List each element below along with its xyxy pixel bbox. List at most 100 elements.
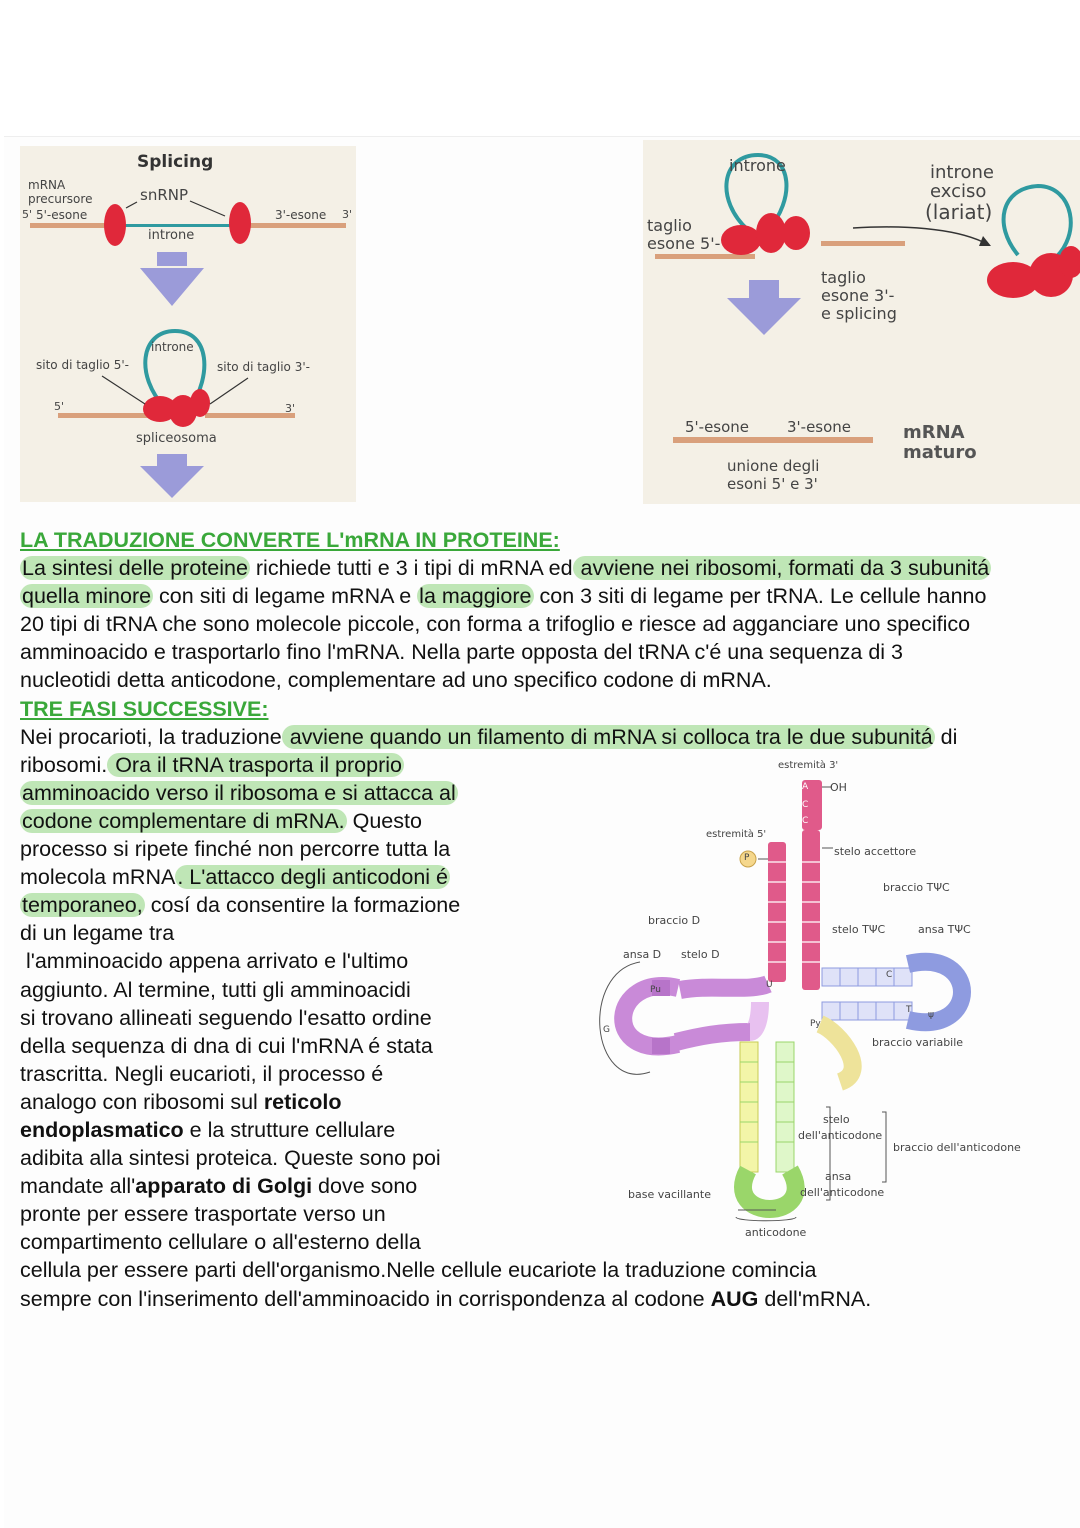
intron-right-label: introne <box>729 156 786 175</box>
splicing-right-graphic <box>655 152 1080 443</box>
trna-t-label: T <box>906 1005 912 1015</box>
exon5-bar <box>30 223 120 228</box>
trna-oh-label: OH <box>830 781 847 794</box>
p2-line13: trascritta. Negli eucarioti, il processo… <box>20 1061 384 1086</box>
p2-line14: analogo con ribosomi sul reticolo <box>20 1089 342 1114</box>
splicing-diagram-left: Splicing mRNA precursore 5' 5'-esone snR… <box>20 146 356 502</box>
arrow-down-1 <box>140 268 204 306</box>
p2-line11: si trovano allineati seguendo l'esatto o… <box>20 1005 432 1030</box>
trna-diagram <box>599 780 971 1222</box>
splicing-diagram-right: introne introne exciso (lariat) taglio e… <box>643 140 1080 504</box>
trna-c2-label: C <box>802 816 809 826</box>
exon5-mature-label: 5'-esone <box>685 418 750 436</box>
p2-line1: Nei procarioti, la traduzione avviene qu… <box>20 724 958 749</box>
p2-line5: processo si ripete finché non percorre t… <box>20 837 451 862</box>
cut5-label: taglio <box>647 216 692 235</box>
intron-loop-right <box>724 152 789 232</box>
p1-line1: La sintesi delle proteine richiede tutti… <box>20 556 992 581</box>
p2-line19: compartimento cellulare o all'esterno de… <box>20 1230 421 1255</box>
p1-line3: 20 tipi di tRNA che sono molecole piccol… <box>20 612 971 637</box>
anticodon-arm-label: braccio dell'anticodone <box>893 1141 1021 1154</box>
cut-site-3-label: sito di taglio 3'- <box>217 360 310 374</box>
wobble-base-label: base vacillante <box>628 1188 711 1201</box>
d-stem-label: stelo D <box>681 948 720 961</box>
excised-intron-label-2: exciso <box>930 181 987 202</box>
trna-py-label: Py <box>810 1019 821 1029</box>
acceptor-stem-label: stelo accettore <box>834 845 917 858</box>
five-prime-label: 5' <box>22 208 33 221</box>
trna-c1-label: C <box>802 800 809 810</box>
three-prime-label-b: 3' <box>285 402 296 415</box>
snrnp-right <box>229 202 251 244</box>
p1-line5: nucleotidi detta anticodone, complementa… <box>20 668 772 693</box>
snrnp-left <box>104 204 126 246</box>
p2-line8: di un legame tra <box>20 921 175 946</box>
five-prime-label-b: 5' <box>54 400 65 413</box>
p2-line16: adibita alla sintesi proteica. Queste so… <box>20 1146 441 1171</box>
arrow-down-2 <box>140 466 204 498</box>
joining-label-2: esoni 5' e 3' <box>727 475 818 493</box>
splicing-title: Splicing <box>137 152 214 172</box>
trna-g-label: G <box>603 1025 610 1035</box>
main-text: LA TRADUZIONE CONVERTE L'mRNA IN PROTEIN… <box>20 526 992 1313</box>
anticodon-stem-label-2: dell'anticodone <box>798 1129 883 1142</box>
cut-site-5-label: sito di taglio 5'- <box>36 358 129 372</box>
trna-a-label: A <box>802 782 809 792</box>
p2-line9: l'amminoacido appena arrivato e l'ultimo <box>20 949 409 974</box>
cut3-label-3: e splicing <box>821 304 897 323</box>
cut3-label-2: esone 3'- <box>821 286 895 305</box>
lariat-label: (lariat) <box>925 200 993 224</box>
snrnp-label: snRNP <box>140 186 189 204</box>
p2-line3: amminoacido verso il ribosoma e si attac… <box>20 780 458 805</box>
trna-end5-label: estremità 5' <box>706 829 767 840</box>
trna-end3-label: estremità 3' <box>778 760 839 771</box>
heading-translation: LA TRADUZIONE CONVERTE L'mRNA IN PROTEIN… <box>20 528 560 552</box>
p2-line10: aggiunto. Al termine, tutti gli amminoac… <box>20 977 411 1002</box>
mature-mrna-label: mRNA <box>903 422 965 443</box>
p2-line7: temporaneo, cosí da consentire la formaz… <box>20 893 461 918</box>
intron-loop <box>143 328 207 410</box>
three-prime-exon-label: 3'-esone <box>275 208 327 222</box>
d-arm-label: braccio D <box>648 914 701 927</box>
splicing-left-graphic <box>30 200 346 498</box>
mrna-precursor-label: mRNA <box>28 178 66 192</box>
anticodon-stem-label: stelo <box>823 1113 850 1126</box>
p2-line15: endoplasmatico e la strutture cellulare <box>20 1117 396 1142</box>
cut5-label-2: esone 5'- <box>647 234 721 253</box>
d-loop-label: ansa D <box>623 948 662 961</box>
mrna-precursor-label-2: precursore <box>28 192 93 206</box>
p2-line2: ribosomi. Ora il tRNA trasporta il propr… <box>20 752 404 777</box>
p1-line2: quella minore con siti di legame mRNA e … <box>20 584 987 609</box>
tpsic-loop-label: ansa TΨC <box>918 923 971 936</box>
arrow-down-right <box>727 298 801 335</box>
intron-strand <box>120 224 250 227</box>
trna-p-label: P <box>744 853 750 863</box>
three-prime-label: 3' <box>342 208 353 221</box>
exon3-mature-label: 3'-esone <box>787 418 852 436</box>
mature-mrna-label-2: maturo <box>903 442 977 463</box>
mature-mrna-bar <box>673 437 873 443</box>
p2-line4: codone complementare di mRNA. Questo <box>20 808 422 833</box>
anticodon-label: anticodone <box>745 1226 807 1239</box>
anticodon-loop-label: ansa <box>825 1170 852 1183</box>
intron-label: introne <box>148 228 195 243</box>
p2-line20: cellula per essere parti dell'organismo.… <box>20 1258 817 1283</box>
tpsic-arm-label: braccio TΨC <box>883 881 950 894</box>
cut3-label: taglio <box>821 268 866 287</box>
trna-pu-label: Pu <box>650 985 661 995</box>
p2-line6: molecola mRNA. L'attacco degli anticodon… <box>20 865 450 890</box>
trna-c-label: C <box>886 970 893 980</box>
joining-label: unione degli <box>727 457 820 475</box>
p2-line18: pronte per essere trasportate verso un <box>20 1202 386 1227</box>
trna-psi-label: ψ <box>928 1010 934 1020</box>
p2-line21: sempre con l'inserimento dell'amminoacid… <box>20 1286 872 1311</box>
trna-u-label: U <box>766 980 773 990</box>
p1-line4: amminoacido e trasportarlo fino l'mRNA. … <box>20 640 904 665</box>
p2-line17: mandate all'apparato di Golgi dove sono <box>20 1174 418 1199</box>
spliceosome-label: spliceosoma <box>136 431 217 446</box>
tpsic-stem-label: stelo TΨC <box>832 923 886 936</box>
excised-intron-label: introne <box>930 162 994 183</box>
heading-phases: TRE FASI SUCCESSIVE: <box>20 696 269 721</box>
variable-arm-label: braccio variabile <box>872 1036 964 1049</box>
anticodon-loop-label-2: dell'anticodone <box>800 1186 885 1199</box>
